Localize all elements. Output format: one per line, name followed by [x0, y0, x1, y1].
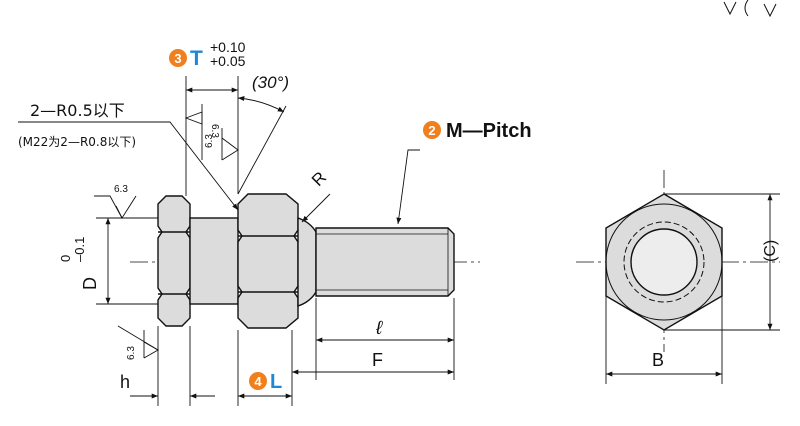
r-leader [301, 193, 331, 223]
h-label: h [120, 372, 130, 392]
threaded-shaft [315, 227, 455, 297]
left-hex-head [157, 195, 191, 327]
front-thread-inner [630, 228, 698, 296]
roughness-symbol-d-face [94, 195, 137, 219]
roughness-value-h: 6.3 [126, 346, 137, 360]
t-tol-upper: +0.10 [210, 39, 246, 55]
ell-label: ℓ [375, 318, 383, 339]
roughness-symbol-t-face [184, 104, 239, 161]
undercut [297, 217, 317, 307]
roughness-symbol-h-face [117, 325, 159, 359]
r-label: R [308, 168, 330, 190]
angle-arc [237, 96, 285, 113]
neck [189, 217, 239, 305]
chamfer-note-line2: (M22为2—R0.8以下) [18, 135, 136, 149]
roughness-symbol-corner [723, 0, 777, 18]
roughness-value-t-upper: 6.3 [209, 124, 220, 138]
roughness-value-d: 6.3 [114, 184, 128, 195]
m-leader [396, 149, 420, 225]
front-thread-outer [623, 221, 705, 303]
f-label: F [372, 350, 383, 370]
angle-ref-line [237, 105, 287, 195]
m-pitch-label: M—Pitch [446, 120, 532, 142]
d-tol-lower: –0.1 [72, 237, 87, 262]
b-label: B [652, 350, 664, 370]
c-label: (C) [762, 240, 779, 262]
chamfer-note-line1: 2—R0.5以下 [30, 101, 125, 120]
chamfer-leader [18, 121, 239, 211]
badge-2 [423, 121, 441, 139]
badge-4-number: 4 [254, 374, 262, 389]
d-label: D [80, 277, 100, 290]
badge-4 [249, 372, 267, 390]
t-letter: T [190, 47, 203, 70]
t-tol-lower: +0.05 [210, 53, 246, 69]
angle-label: (30°) [252, 73, 289, 92]
badge-2-number: 2 [428, 123, 435, 138]
right-hex-nut [237, 193, 299, 329]
badge-3-number: 3 [174, 51, 181, 66]
front-chamfer-circle [605, 203, 723, 321]
l-letter: L [270, 371, 282, 393]
badge-3 [169, 49, 187, 67]
d-tol-upper: 0 [58, 255, 73, 262]
roughness-value-t-lower: 6.3 [204, 134, 215, 148]
